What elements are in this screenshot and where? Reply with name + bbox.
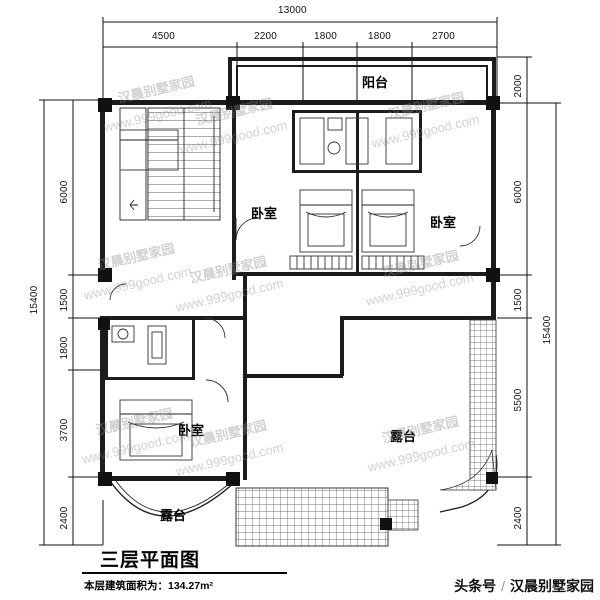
footer-brand: 头条号/ 汉晨别墅家园: [454, 576, 594, 596]
columns: [98, 96, 500, 530]
room-label-terrace-right: 露台: [390, 429, 417, 444]
footer-platform: 头条号: [454, 578, 497, 594]
dim-left-5: 2400: [59, 506, 70, 530]
dim-top-5: 2700: [432, 31, 456, 42]
dim-top-2: 2200: [254, 31, 278, 42]
terrace-tiling: [235, 319, 497, 547]
dim-left-2: 1500: [59, 288, 70, 312]
dim-left-total: 15400: [29, 285, 40, 315]
dim-right-1: 2000: [513, 74, 524, 98]
dim-right-3: 1500: [513, 288, 524, 312]
room-label-terrace-left: 露台: [160, 508, 187, 523]
dim-right-5: 2400: [513, 506, 524, 530]
title-underline: [82, 572, 287, 574]
footer-separator: /: [501, 578, 505, 594]
dim-left-1: 6000: [59, 180, 70, 204]
dim-top-1: 4500: [152, 31, 176, 42]
room-label-bedroom-right: 卧室: [430, 215, 457, 230]
dim-right-total: 15400: [542, 315, 553, 345]
room-label-bedroom-left: 卧室: [251, 206, 278, 221]
dim-right-2: 6000: [513, 180, 524, 204]
floor-area-note: 本层建筑面积为：134.27m²: [84, 580, 213, 592]
dim-top-3: 1800: [314, 31, 338, 42]
dim-right-4: 5500: [513, 388, 524, 412]
dim-left-4: 3700: [59, 418, 70, 442]
dim-left-3: 1800: [59, 336, 70, 360]
fixtures: [109, 107, 498, 517]
footer-account: 汉晨别墅家园: [510, 578, 594, 594]
room-label-bedroom-lower: 卧室: [178, 423, 205, 438]
dim-overall-width: 13000: [278, 5, 307, 16]
dim-top-4: 1800: [368, 31, 392, 42]
room-label-balcony: 阳台: [362, 75, 389, 90]
page-title: 三层平面图: [100, 550, 201, 571]
